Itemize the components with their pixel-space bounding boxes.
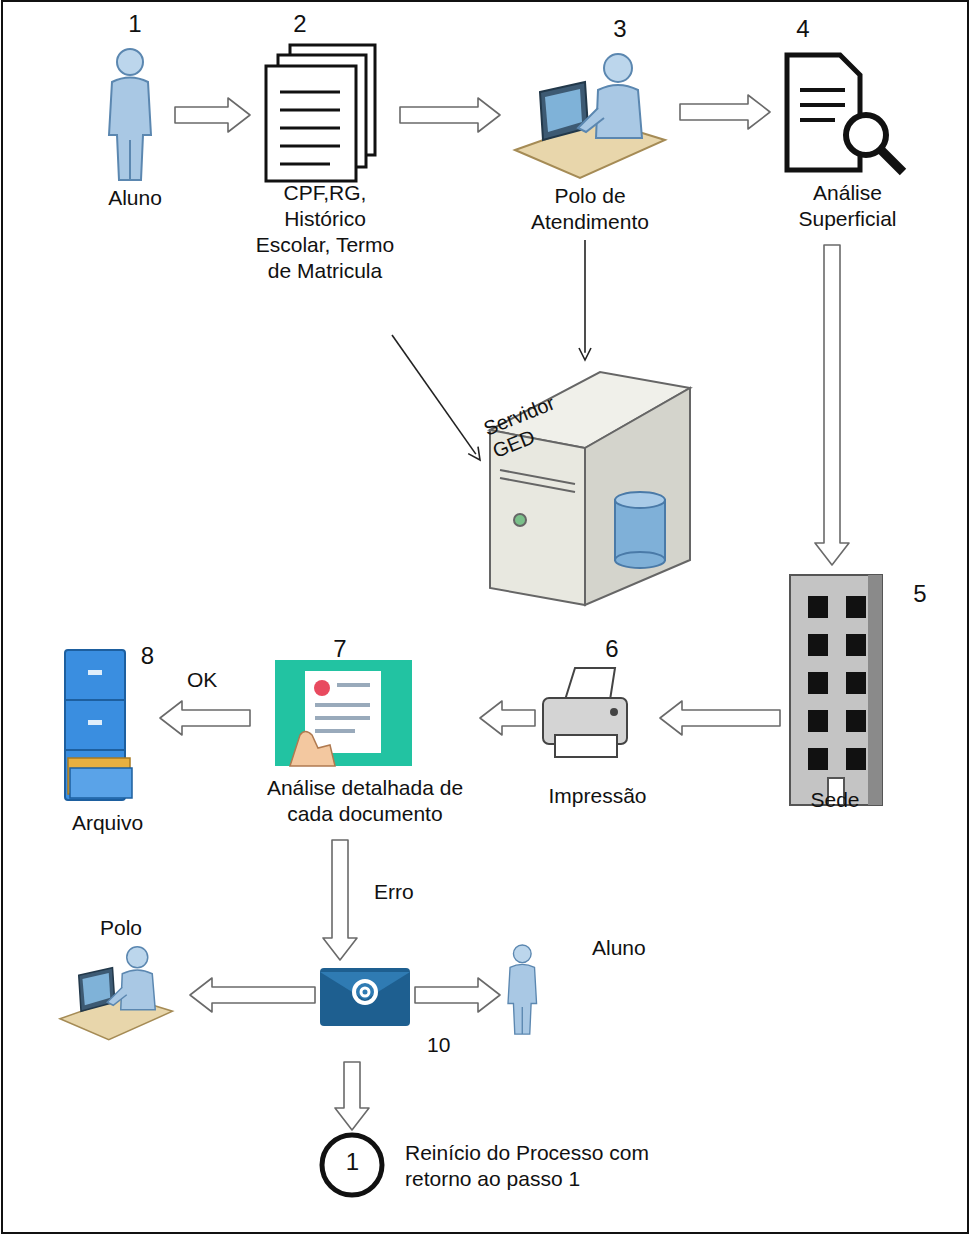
documents-icon bbox=[266, 45, 375, 181]
arrow-body bbox=[175, 98, 250, 132]
caption: 10 bbox=[427, 1032, 463, 1058]
step-number: 4 bbox=[788, 15, 818, 43]
block-arrow bbox=[335, 1062, 369, 1130]
student-icon bbox=[508, 945, 537, 1034]
block-arrow bbox=[190, 978, 315, 1012]
arrow-line bbox=[584, 240, 586, 353]
arrow-body bbox=[400, 98, 500, 132]
arrow-body bbox=[480, 701, 535, 735]
step-number: 6 bbox=[597, 635, 627, 663]
step-headquarters: 5Sede bbox=[780, 565, 940, 820]
step-number: 3 bbox=[605, 15, 635, 43]
edge-label: Erro bbox=[372, 880, 416, 904]
thin-arrow bbox=[392, 335, 480, 460]
building-icon bbox=[790, 575, 882, 805]
caption: Aluno bbox=[95, 185, 175, 211]
service-desk-box: Polo bbox=[55, 915, 190, 1035]
caption: Aluno bbox=[592, 935, 668, 961]
arrow-body bbox=[680, 95, 770, 129]
service-desk-icon bbox=[515, 54, 665, 178]
document-review-icon bbox=[275, 660, 412, 766]
service-desk-icon bbox=[60, 947, 173, 1040]
caption: Polo de Atendimento bbox=[500, 183, 680, 235]
step-number: 2 bbox=[270, 10, 330, 38]
block-arrow bbox=[175, 98, 250, 132]
block-arrow bbox=[680, 95, 770, 129]
email-box: 10 bbox=[315, 960, 415, 1062]
server-box: Servidor GED bbox=[480, 360, 695, 610]
email-icon bbox=[320, 968, 410, 1026]
block-arrow bbox=[815, 245, 849, 565]
caption: Arquivo bbox=[55, 810, 160, 836]
arrow-line bbox=[392, 335, 476, 454]
caption: Reinício do Processo com retorno ao pass… bbox=[405, 1140, 663, 1192]
step-number: 5 bbox=[905, 580, 935, 608]
caption: Sede bbox=[780, 787, 890, 813]
step-analysis: 4Análise Superficial bbox=[770, 15, 925, 245]
caption: Análise detalhada de cada documento bbox=[250, 775, 480, 827]
student-box: Aluno bbox=[500, 930, 670, 1040]
block-arrow bbox=[415, 978, 500, 1012]
block-arrow bbox=[323, 840, 357, 960]
thin-arrow bbox=[579, 240, 591, 360]
arrow-body bbox=[415, 978, 500, 1012]
file-cabinet-icon bbox=[65, 650, 132, 800]
arrow-body bbox=[323, 840, 357, 960]
step-documents: 2CPF,RG, Histórico Escolar, Termo de Mat… bbox=[250, 10, 400, 335]
block-arrow bbox=[660, 701, 780, 735]
arrow-body bbox=[815, 245, 849, 565]
step-service-desk: 3Polo de Atendimento bbox=[500, 15, 680, 240]
edge-label: OK bbox=[185, 668, 219, 692]
restart-node: 1 Reinício do Processo com retorno ao pas… bbox=[320, 1130, 665, 1205]
block-arrow bbox=[160, 701, 250, 735]
printer-icon bbox=[543, 668, 627, 757]
block-arrow bbox=[480, 701, 535, 735]
student-icon bbox=[109, 49, 151, 180]
caption: Análise Superficial bbox=[770, 180, 925, 232]
step-number: 1 bbox=[320, 1148, 385, 1176]
step-number: 7 bbox=[325, 635, 355, 663]
arrow-body bbox=[160, 701, 250, 735]
caption: Polo bbox=[100, 915, 160, 941]
step-number: 8 bbox=[135, 642, 160, 670]
step-printing: 6Impressão bbox=[535, 635, 660, 815]
step-number: Servidor GED bbox=[480, 374, 609, 463]
arrow-body bbox=[335, 1062, 369, 1130]
arrow-body bbox=[190, 978, 315, 1012]
step-archive: 8Arquivo bbox=[55, 640, 160, 840]
caption: CPF,RG, Histórico Escolar, Termo de Matr… bbox=[250, 180, 400, 284]
arrow-head bbox=[468, 447, 480, 460]
step-number: 1 bbox=[95, 10, 175, 38]
arrow-head bbox=[579, 348, 591, 360]
step-detailed-analysis: 7Análise detalhada de cada documento bbox=[250, 635, 480, 840]
arrow-body bbox=[660, 701, 780, 735]
step-student: 1Aluno bbox=[95, 10, 175, 215]
block-arrow bbox=[400, 98, 500, 132]
caption: Impressão bbox=[535, 783, 660, 809]
analysis-icon bbox=[787, 55, 903, 172]
